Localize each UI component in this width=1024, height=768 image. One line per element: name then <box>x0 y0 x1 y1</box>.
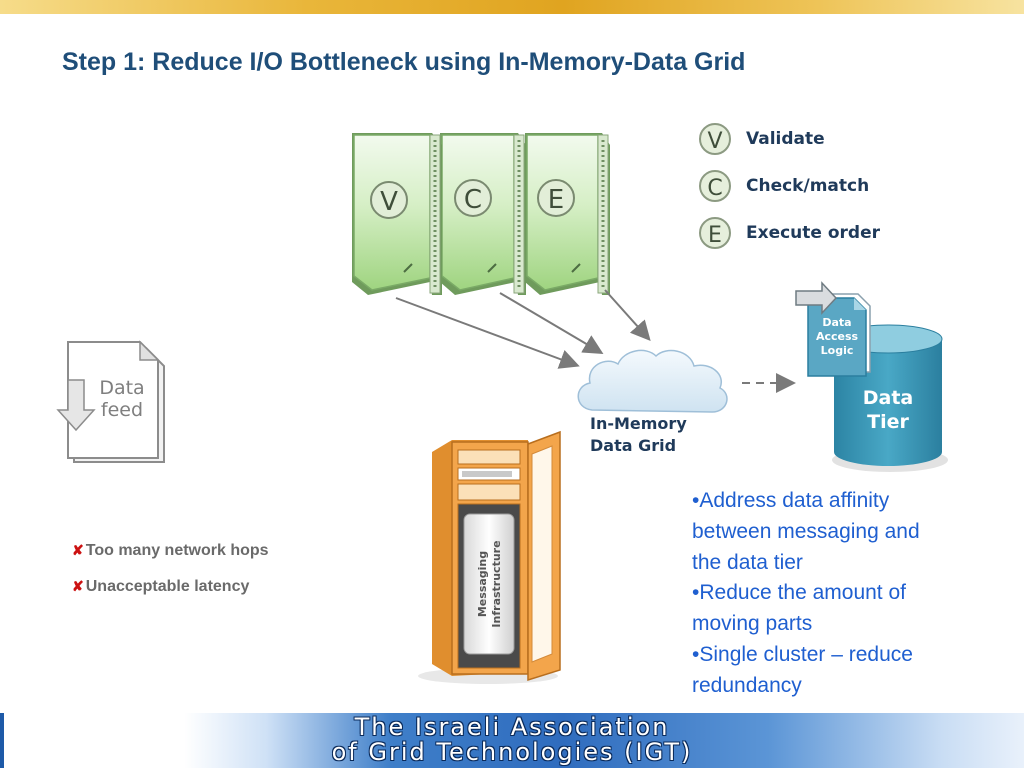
v-circle-icon: V <box>699 123 731 155</box>
legend-item-check-match: C Check/match <box>698 168 869 204</box>
server-e: E <box>525 133 610 295</box>
x-mark-icon: ✘ <box>72 578 84 594</box>
in-memory-grid-label: In-Memory Data Grid <box>590 414 687 455</box>
footer-banner: The Israeli Association of Grid Technolo… <box>0 713 1024 768</box>
svg-text:V: V <box>707 129 722 154</box>
server-v: V <box>352 133 442 295</box>
diagram-canvas: E C V Data Tier Da <box>56 133 948 684</box>
problems-list: ✘ Too many network hops ✘ Unacceptable l… <box>72 542 269 614</box>
server-c-letter: C <box>464 185 482 215</box>
problem-item: ✘ Unacceptable latency <box>72 578 250 595</box>
slide-title: Step 1: Reduce I/O Bottleneck using In-M… <box>62 48 746 76</box>
data-tier-label-1: Data <box>863 387 914 409</box>
messaging-label-2: Infrastructure <box>490 540 503 627</box>
e-circle-icon: E <box>699 217 731 249</box>
top-accent-bar <box>0 0 1024 14</box>
benefits-list: •Address data affinity between messaging… <box>692 486 937 702</box>
data-feed-label-2: feed <box>101 399 143 421</box>
legend-label-check-match: Check/match <box>746 176 870 196</box>
legend-label-execute-order: Execute order <box>746 223 881 243</box>
arrow-v-to-grid <box>395 297 580 369</box>
arrow-c-to-grid <box>499 292 604 355</box>
data-tier-label-2: Tier <box>867 411 909 433</box>
arrow-e-to-grid <box>604 289 651 341</box>
svg-text:E: E <box>708 223 722 248</box>
data-access-label-2: Access <box>816 330 859 343</box>
messaging-label-1: Messaging <box>476 551 489 617</box>
in-memory-grid-cloud <box>577 349 728 413</box>
data-access-logic-doc: Data Access Logic <box>795 281 871 377</box>
data-feed-label-1: Data <box>99 377 144 399</box>
data-feed-doc: Data feed <box>56 340 165 463</box>
legend-item-validate: V Validate <box>698 121 825 157</box>
arrow-down-icon <box>56 379 96 432</box>
server-e-letter: E <box>548 185 564 215</box>
org-name: The Israeli Association of Grid Technolo… <box>331 713 693 766</box>
data-access-label-3: Logic <box>821 344 854 357</box>
data-access-label-1: Data <box>822 316 851 329</box>
legend-label-validate: Validate <box>746 129 825 149</box>
benefit-item: •Single cluster – reduce redundancy <box>692 642 913 697</box>
svg-text:C: C <box>707 176 722 201</box>
problem-item: ✘ Too many network hops <box>72 542 269 559</box>
server-v-letter: V <box>380 187 398 217</box>
benefit-item: •Address data affinity between messaging… <box>692 489 920 574</box>
server-c: C <box>440 133 526 295</box>
messaging-rack: Messaging Infrastructure <box>418 430 561 684</box>
legend-item-execute-order: E Execute order <box>698 215 880 251</box>
arrow-right-icon <box>795 281 838 315</box>
c-circle-icon: C <box>699 170 731 202</box>
benefit-item: •Reduce the amount of moving parts <box>692 581 906 636</box>
footer-accent-strip <box>0 713 4 768</box>
x-mark-icon: ✘ <box>72 542 84 558</box>
